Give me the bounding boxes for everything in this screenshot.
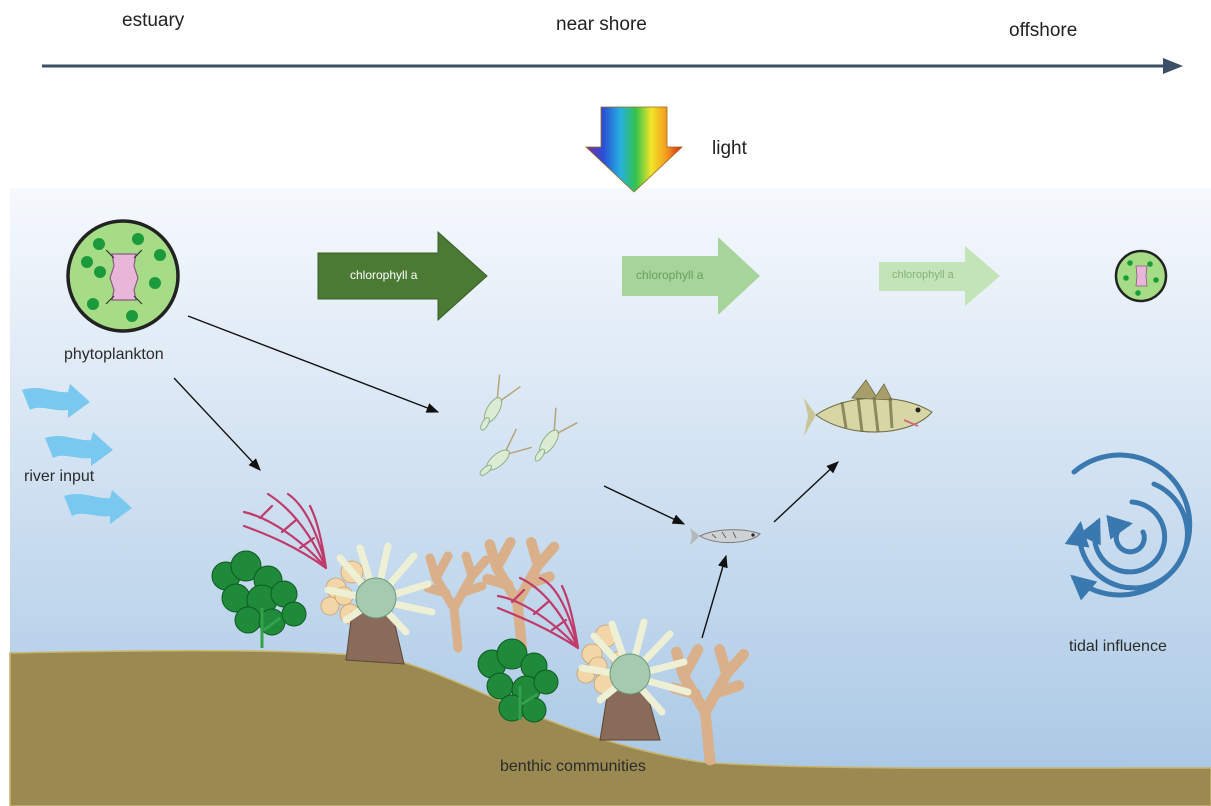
phytoplankton-cell-small	[1116, 251, 1166, 301]
light-label: light	[712, 138, 747, 160]
river-input-label: river input	[24, 468, 94, 486]
chlorophyll-label-light: chlorophyll a	[892, 269, 954, 281]
chlorophyll-label-medium: chlorophyll a	[636, 268, 703, 282]
gradient-axis-arrow	[42, 58, 1183, 74]
tidal-influence-label: tidal influence	[1069, 638, 1167, 656]
phytoplankton-cell-large	[68, 221, 178, 331]
light-arrow	[586, 107, 682, 192]
gradient-label-near-shore: near shore	[556, 14, 647, 36]
benthic-communities-label: benthic communities	[500, 758, 646, 776]
gradient-label-offshore: offshore	[1009, 20, 1077, 42]
chlorophyll-label-strong: chlorophyll a	[350, 268, 417, 282]
gradient-label-estuary: estuary	[122, 10, 184, 32]
phytoplankton-label: phytoplankton	[64, 346, 164, 364]
